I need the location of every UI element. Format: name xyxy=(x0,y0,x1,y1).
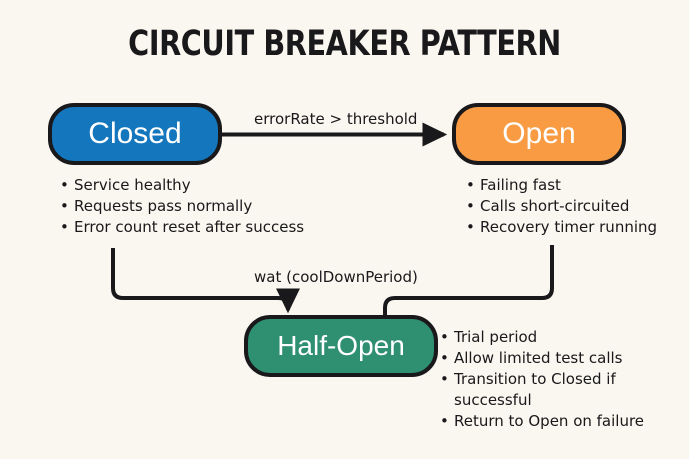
list-item: Return to Open on failure xyxy=(440,411,675,432)
transition-label-closed-to-open: errorRate > threshold xyxy=(251,110,421,128)
list-item: Error count reset after success xyxy=(60,217,360,238)
state-label-closed: Closed xyxy=(88,117,182,150)
list-item: Recovery timer running xyxy=(466,217,686,238)
list-item: Service healthy xyxy=(60,175,360,196)
list-item: Calls short-circuited xyxy=(466,196,686,217)
state-node-open[interactable]: Open xyxy=(452,103,626,165)
state-details-closed: Service healthy Requests pass normally E… xyxy=(60,175,360,238)
state-details-half-open: Trial period Allow limited test calls Tr… xyxy=(440,327,675,432)
list-item: Failing fast xyxy=(466,175,686,196)
state-details-open: Failing fast Calls short-circuited Recov… xyxy=(466,175,686,238)
list-item: Trial period xyxy=(440,327,675,348)
list-item: Requests pass normally xyxy=(60,196,360,217)
state-node-half-open[interactable]: Half-Open xyxy=(244,315,438,377)
page-title: CIRCUIT BREAKER PATTERN xyxy=(128,24,561,64)
state-label-open: Open xyxy=(502,117,576,150)
list-item: Allow limited test calls xyxy=(440,348,675,369)
state-label-half-open: Half-Open xyxy=(277,330,405,361)
list-item: Transition to Closed if successful xyxy=(440,369,675,411)
transition-label-cooldown: wat (coolDownPeriod) xyxy=(251,268,421,286)
state-node-closed[interactable]: Closed xyxy=(48,103,222,165)
